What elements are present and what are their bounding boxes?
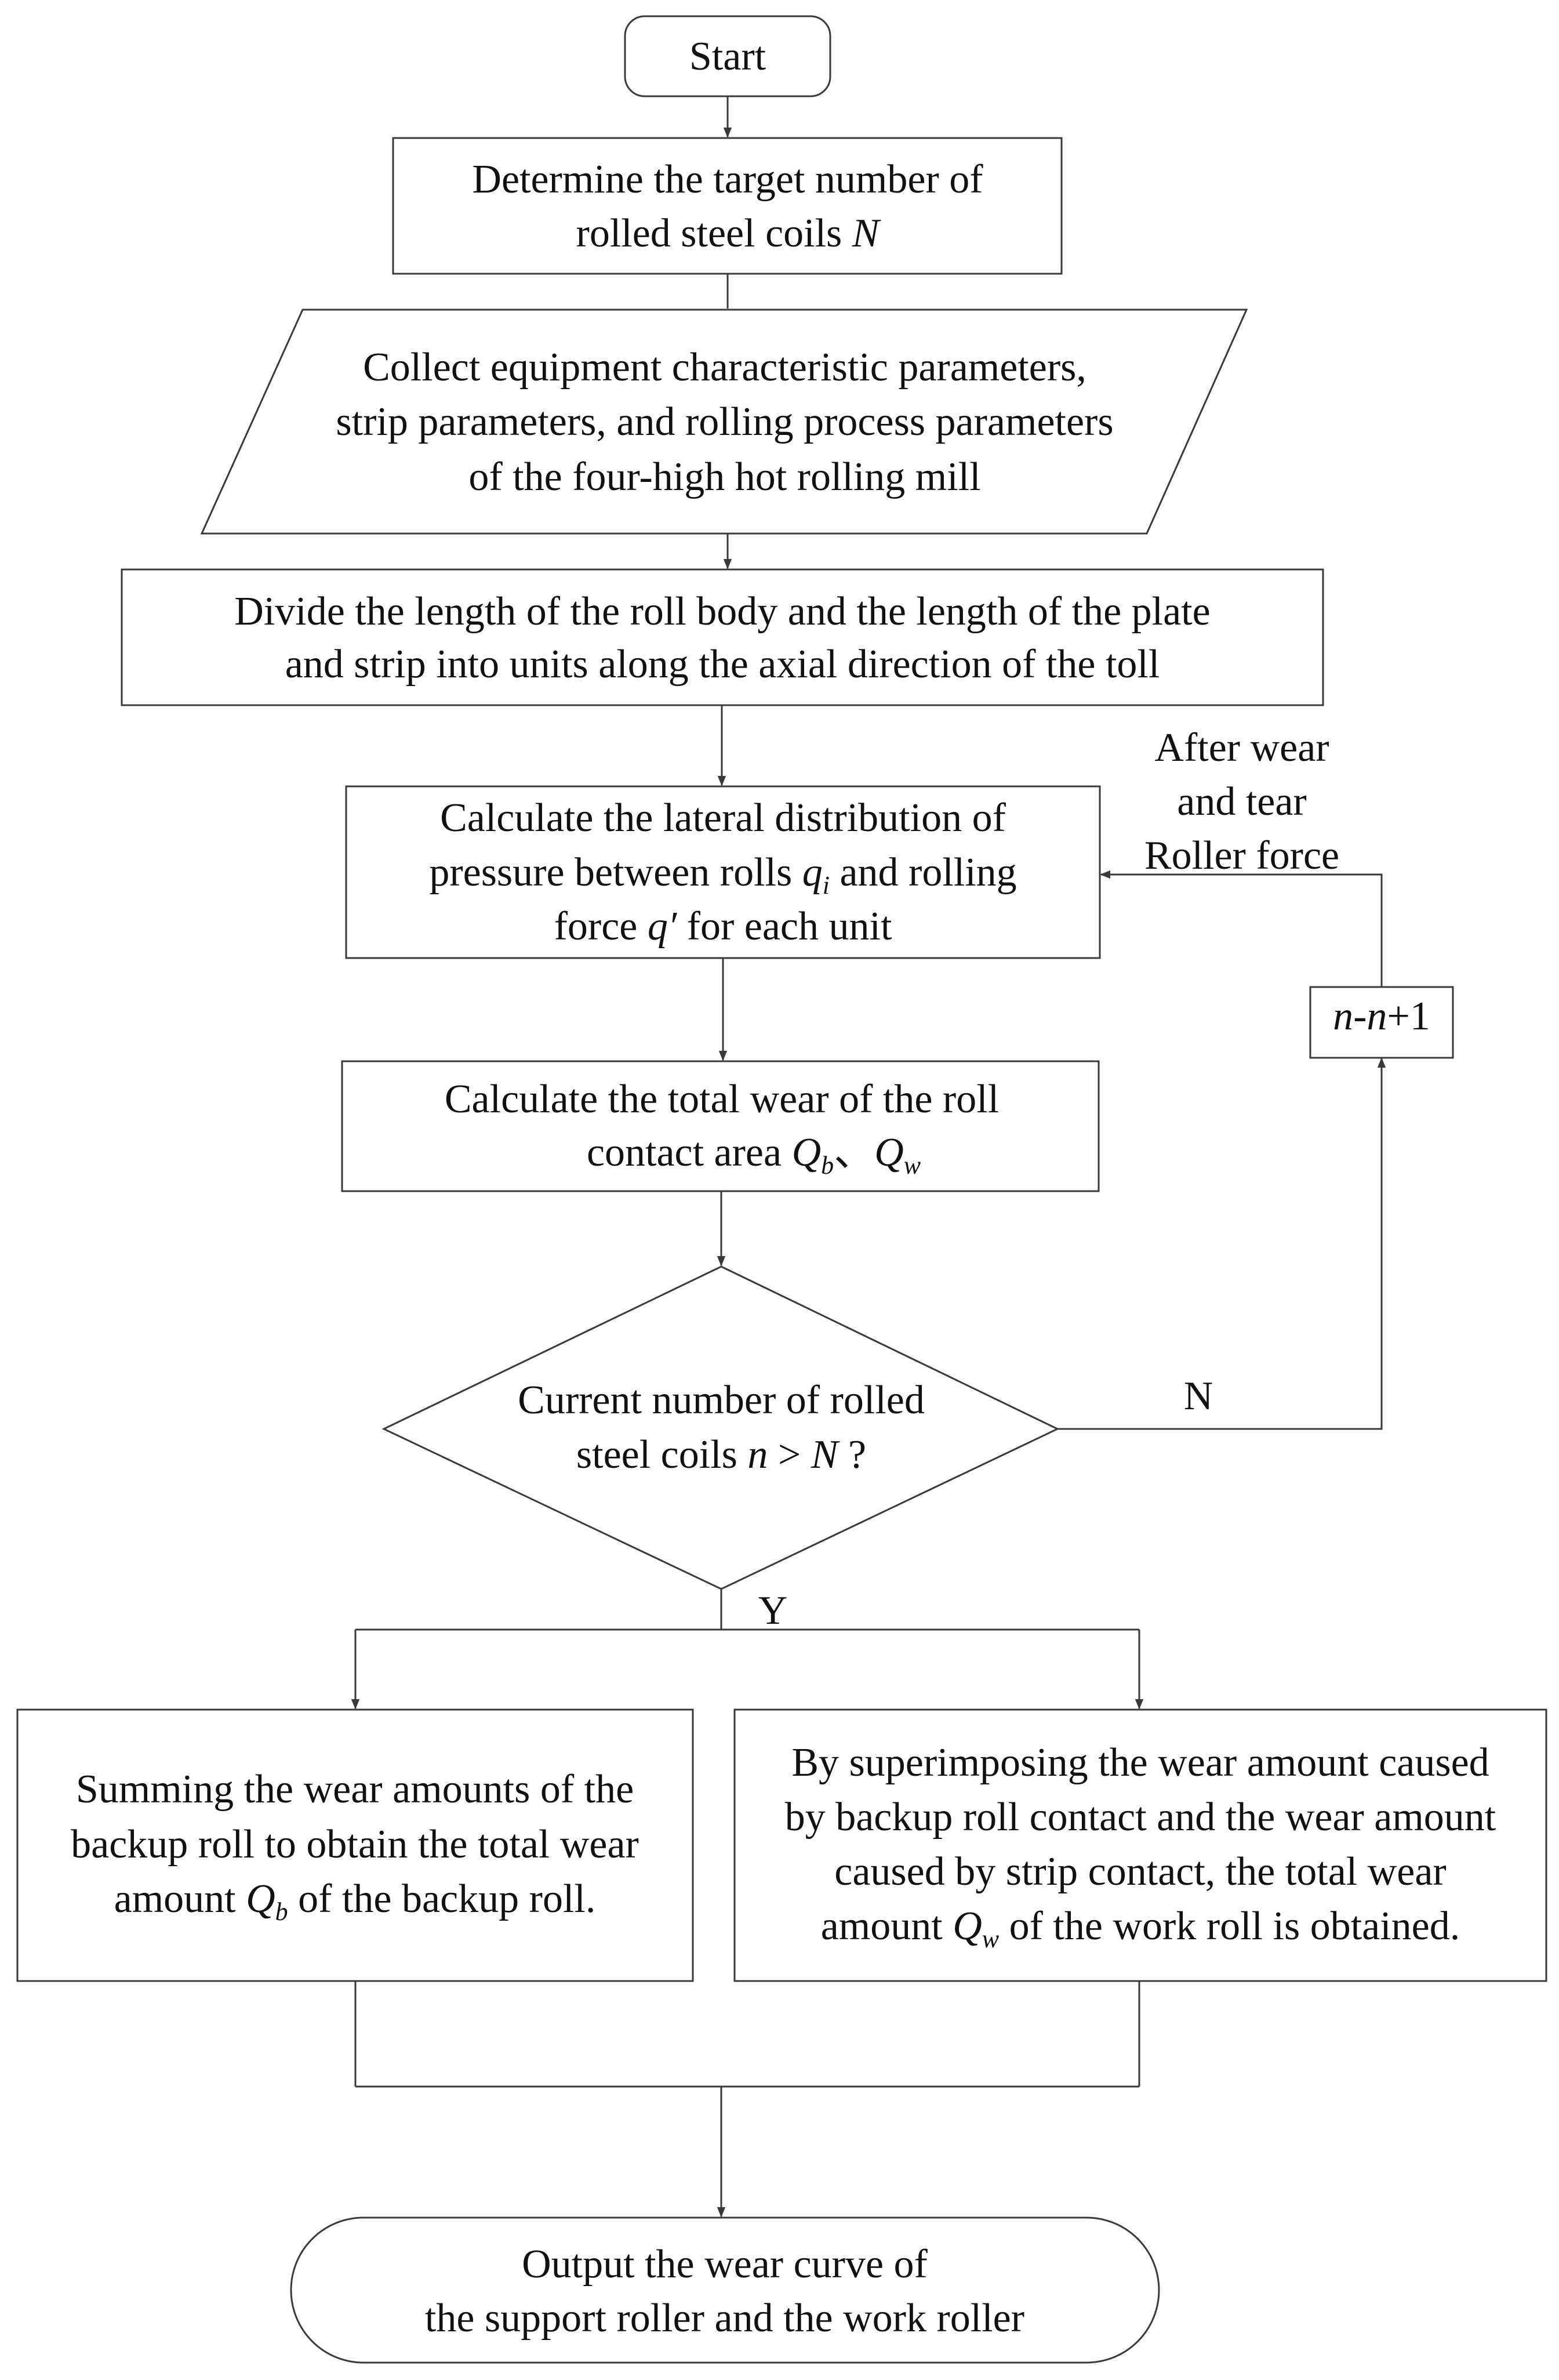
connector-no-branch [1057,1060,1383,1430]
step4-line1: Calculate the lateral distribution of [440,796,1006,840]
branch-yes-label: Y [758,1588,788,1633]
step-calculate-pressure: Calculate the lateral distribution of pr… [345,785,1101,959]
left-result-line2: backup roll to obtain the total wear [71,1822,639,1867]
branch-no-label: N [1184,1374,1213,1418]
step-determine-target: Determine the target number of rolled st… [392,137,1063,275]
step2-line1: Collect equipment characteristic paramet… [363,345,1086,390]
step1-line2: rolled steel coils N [576,211,881,256]
end-line2: the support roller and the work roller [425,2296,1024,2341]
right-result-line4: amount Qw of the work roll is obtained. [821,1904,1460,1953]
step5-line2: contact area Qb、Qw [587,1130,921,1180]
step1-line1: Determine the target number of [472,157,983,202]
loop-label-line3: Roller force [1144,833,1339,878]
loop-label: After wear and tear Roller force [1144,725,1339,878]
left-result-line3: amount Qb of the backup roll. [114,1877,596,1926]
left-result-line1: Summing the wear amounts of the [76,1767,634,1812]
loop-label-line1: After wear [1154,725,1329,770]
result-backup-roll: Summing the wear amounts of the backup r… [16,1708,694,1982]
right-result-line1: By superimposing the wear amount caused [791,1740,1489,1785]
step5-line1: Calculate the total wear of the roll [445,1077,999,1122]
loop-counter-text: n-n+1 [1333,994,1430,1039]
step3-line1: Divide the length of the roll body and t… [234,589,1210,634]
right-result-line2: by backup roll contact and the wear amou… [785,1795,1496,1840]
step2-line2: strip parameters, and rolling process pa… [336,400,1113,444]
arrow-loop-to-step4 [1100,870,1383,987]
loop-label-line2: and tear [1177,779,1306,824]
decision-line2: steel coils n > N ? [576,1432,866,1477]
end-terminal: Output the wear curve of the support rol… [290,2216,1160,2364]
step4-line2: pressure between rolls qi and rolling [429,850,1016,899]
step4-line3: force q′ for each unit [554,904,892,949]
start-label: Start [689,34,766,79]
step-divide-units: Divide the length of the roll body and t… [121,568,1324,706]
step3-line2: and strip into units along the axial dir… [285,642,1160,687]
step-calculate-total-wear: Calculate the total wear of the roll con… [341,1060,1100,1192]
result-work-roll: By superimposing the wear amount caused … [733,1708,1547,1982]
step2-line3: of the four-high hot rolling mill [468,455,980,499]
step-collect-parameters: Collect equipment characteristic paramet… [200,309,1248,535]
start-terminal: Start [624,15,831,97]
loop-counter-box: n-n+1 [1309,986,1454,1059]
end-line1: Output the wear curve of [522,2242,928,2287]
right-result-line3: caused by strip contact, the total wear [834,1849,1446,1894]
decision-line1: Current number of rolled [518,1378,925,1423]
decision-coil-count: Current number of rolled steel coils n >… [381,1265,1060,1590]
